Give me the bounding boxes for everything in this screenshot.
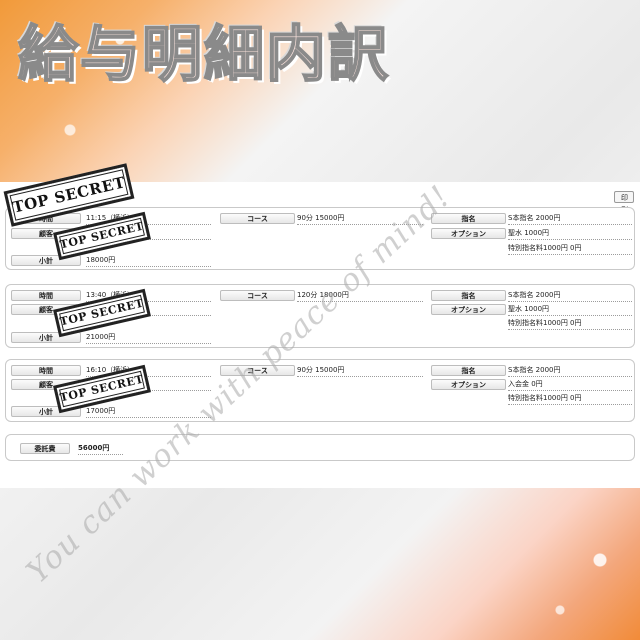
- nomination-value: S本指名 2000円: [508, 290, 632, 302]
- subtotal-value: 17000円: [86, 406, 211, 418]
- nomination-value: S本指名 2000円: [508, 365, 632, 377]
- option-value-1: 聖水 1000円: [508, 304, 632, 316]
- nomination-label: 指名: [431, 213, 506, 224]
- time-value: 13:40（横浜）: [86, 290, 211, 302]
- subtotal-label: 小計: [11, 332, 81, 343]
- subtotal-value: 21000円: [86, 332, 211, 344]
- nomination-label: 指名: [431, 290, 506, 301]
- subtotal-label: 小計: [11, 255, 81, 266]
- course-value: 90分 15000円: [297, 213, 423, 225]
- option-value-1: 聖水 1000円: [508, 228, 632, 240]
- subtotal-value: 18000円: [86, 255, 211, 267]
- time-value: 11:15（横浜）: [86, 213, 211, 225]
- course-label: コース: [220, 213, 295, 224]
- option-value-1: 入会金 0円: [508, 379, 632, 391]
- option-value-2: 特別指名料1000円 0円: [508, 393, 632, 405]
- nomination-label: 指名: [431, 365, 506, 376]
- option-label: オプション: [431, 228, 506, 239]
- course-value: 120分 18000円: [297, 290, 423, 302]
- option-value-2: 特別指名料1000円 0円: [508, 243, 632, 255]
- nomination-value: S本指名 2000円: [508, 213, 632, 225]
- course-label: コース: [220, 365, 295, 376]
- total-value: 56000円: [78, 443, 123, 455]
- option-label: オプション: [431, 304, 506, 315]
- option-label: オプション: [431, 379, 506, 390]
- option-value-2: 特別指名料1000円 0円: [508, 318, 632, 330]
- print-button[interactable]: 印刷: [614, 191, 634, 214]
- total-card: 委託費 56000円: [5, 434, 635, 461]
- course-label: コース: [220, 290, 295, 301]
- course-value: 90分 15000円: [297, 365, 423, 377]
- page-title: 給与明細内訳: [17, 19, 390, 91]
- time-value: 16:10（横浜）: [86, 365, 211, 377]
- time-label: 時間: [11, 365, 81, 376]
- total-label: 委託費: [20, 443, 70, 454]
- time-label: 時間: [11, 290, 81, 301]
- subtotal-label: 小計: [11, 406, 81, 417]
